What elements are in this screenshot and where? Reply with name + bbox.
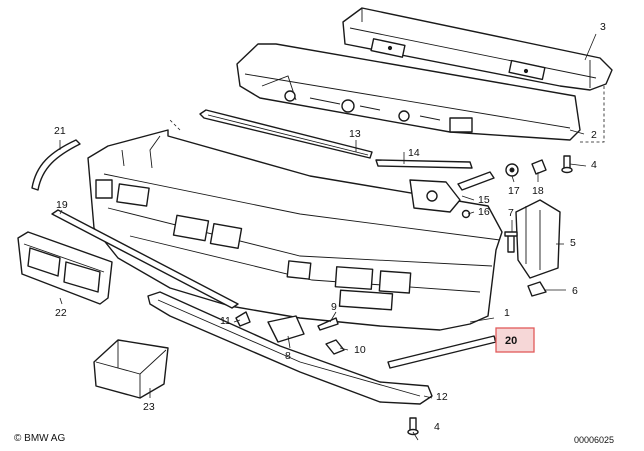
part-13-trim-strip[interactable] — [199, 109, 373, 159]
callout-14: 14 — [408, 147, 420, 159]
callout-2: 2 — [591, 129, 597, 141]
callout-5: 5 — [570, 237, 576, 249]
part-7-bolt[interactable] — [504, 231, 518, 253]
copyright-brand: © BMW AG — [14, 433, 66, 444]
part-9-clip[interactable] — [317, 317, 339, 331]
callout-6: 6 — [572, 285, 578, 297]
part-8-cover-cap[interactable] — [267, 315, 305, 343]
part-2-energy-absorber[interactable] — [236, 43, 581, 141]
callout-labels: 1 2 3 4 4 5 6 7 8 9 10 11 12 13 14 15 16… — [54, 21, 606, 433]
callout-1: 1 — [504, 307, 510, 319]
part-21-corner-trim[interactable] — [31, 139, 81, 191]
callout-9: 9 — [331, 301, 337, 313]
callout-10: 10 — [354, 344, 366, 356]
part-16-screw[interactable] — [461, 209, 471, 219]
part-23-box[interactable] — [93, 339, 169, 399]
callout-21: 21 — [54, 125, 66, 137]
part-17-grommet[interactable] — [505, 163, 519, 177]
callout-23: 23 — [143, 401, 155, 413]
part-5-bracket[interactable] — [515, 199, 561, 279]
part-10-clip[interactable] — [325, 339, 345, 355]
callout-8: 8 — [285, 350, 291, 362]
part-19-rub-strip[interactable] — [51, 209, 239, 309]
part-11-clip[interactable] — [235, 311, 251, 327]
callout-17: 17 — [508, 185, 520, 197]
callout-7: 7 — [508, 207, 514, 219]
part-3-bumper-carrier[interactable] — [342, 7, 613, 91]
part-15-mount-plate[interactable] — [409, 171, 495, 213]
callout-19: 19 — [56, 199, 68, 211]
callout-16: 16 — [478, 206, 490, 218]
document-number: 00006025 — [574, 435, 615, 445]
callout-12: 12 — [436, 391, 448, 403]
callout-18: 18 — [532, 185, 544, 197]
part-18-nut[interactable] — [531, 159, 547, 175]
part-12-lower-spoiler[interactable] — [147, 291, 433, 405]
callout-4-lower: 4 — [434, 421, 440, 433]
part-6-clip[interactable] — [527, 281, 547, 297]
part-20-trim-strip[interactable] — [387, 335, 497, 369]
part-14-side-trim[interactable] — [375, 159, 473, 169]
callout-3: 3 — [600, 21, 606, 33]
callout-20: 20 — [505, 335, 517, 347]
callout-4-upper: 4 — [591, 159, 597, 171]
part-4-bolt-upper[interactable] — [561, 155, 573, 174]
part-22-plate-bracket[interactable] — [17, 231, 113, 305]
callout-11: 11 — [220, 315, 231, 327]
callout-13: 13 — [349, 128, 361, 140]
callout-22: 22 — [55, 307, 67, 319]
callout-15: 15 — [478, 194, 490, 206]
part-20-highlight — [495, 327, 535, 353]
